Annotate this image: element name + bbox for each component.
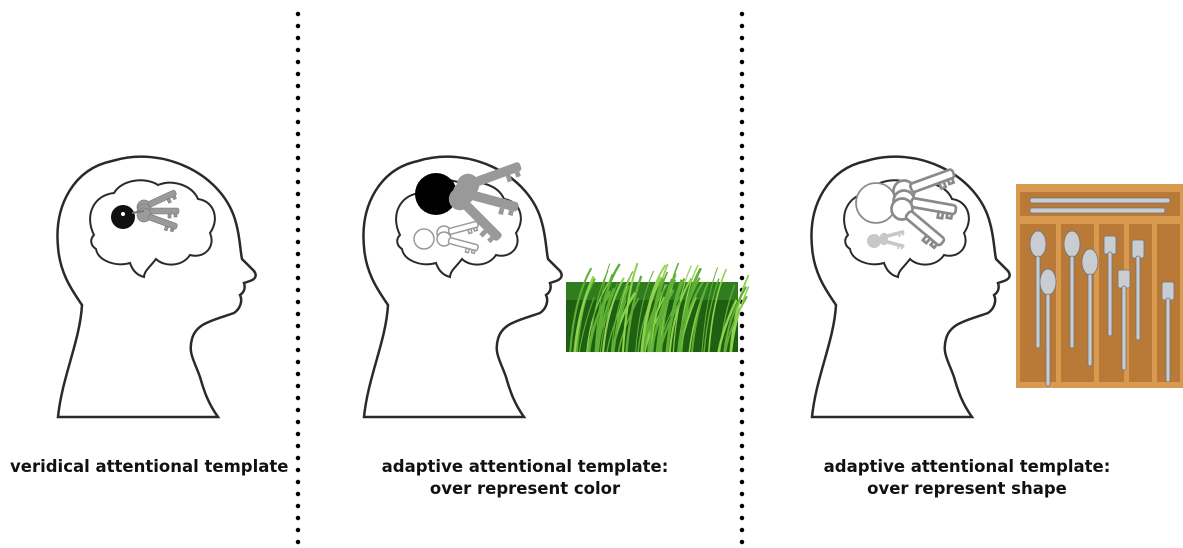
spoon-handle: [1036, 256, 1040, 348]
fork-handle: [1122, 286, 1126, 370]
spoon: [1040, 269, 1056, 295]
fork: [1104, 236, 1116, 254]
fork-handle: [1108, 252, 1112, 336]
fork: [1118, 270, 1130, 288]
panel-shape: [811, 157, 1009, 417]
knife: [1030, 198, 1170, 203]
spoon: [1030, 231, 1046, 257]
panel-veridical: [57, 157, 255, 417]
grass-photo: [566, 263, 749, 352]
cutlery-drawer-photo: [1016, 184, 1183, 388]
caption-veridical: veridical attentional template: [10, 456, 270, 478]
spoon: [1064, 231, 1080, 257]
fork-handle: [1136, 256, 1140, 340]
spoon-handle: [1046, 294, 1050, 386]
knife: [1030, 208, 1165, 213]
spoon: [1082, 249, 1098, 275]
fork: [1132, 240, 1144, 258]
spoon-handle: [1070, 256, 1074, 348]
fork-handle: [1166, 298, 1170, 382]
spoon-handle: [1088, 274, 1092, 366]
fork: [1162, 282, 1174, 300]
caption-shape: adaptive attentional template: over repr…: [822, 456, 1112, 500]
panel-color: [363, 155, 561, 417]
caption-color: adaptive attentional template: over repr…: [380, 456, 670, 500]
